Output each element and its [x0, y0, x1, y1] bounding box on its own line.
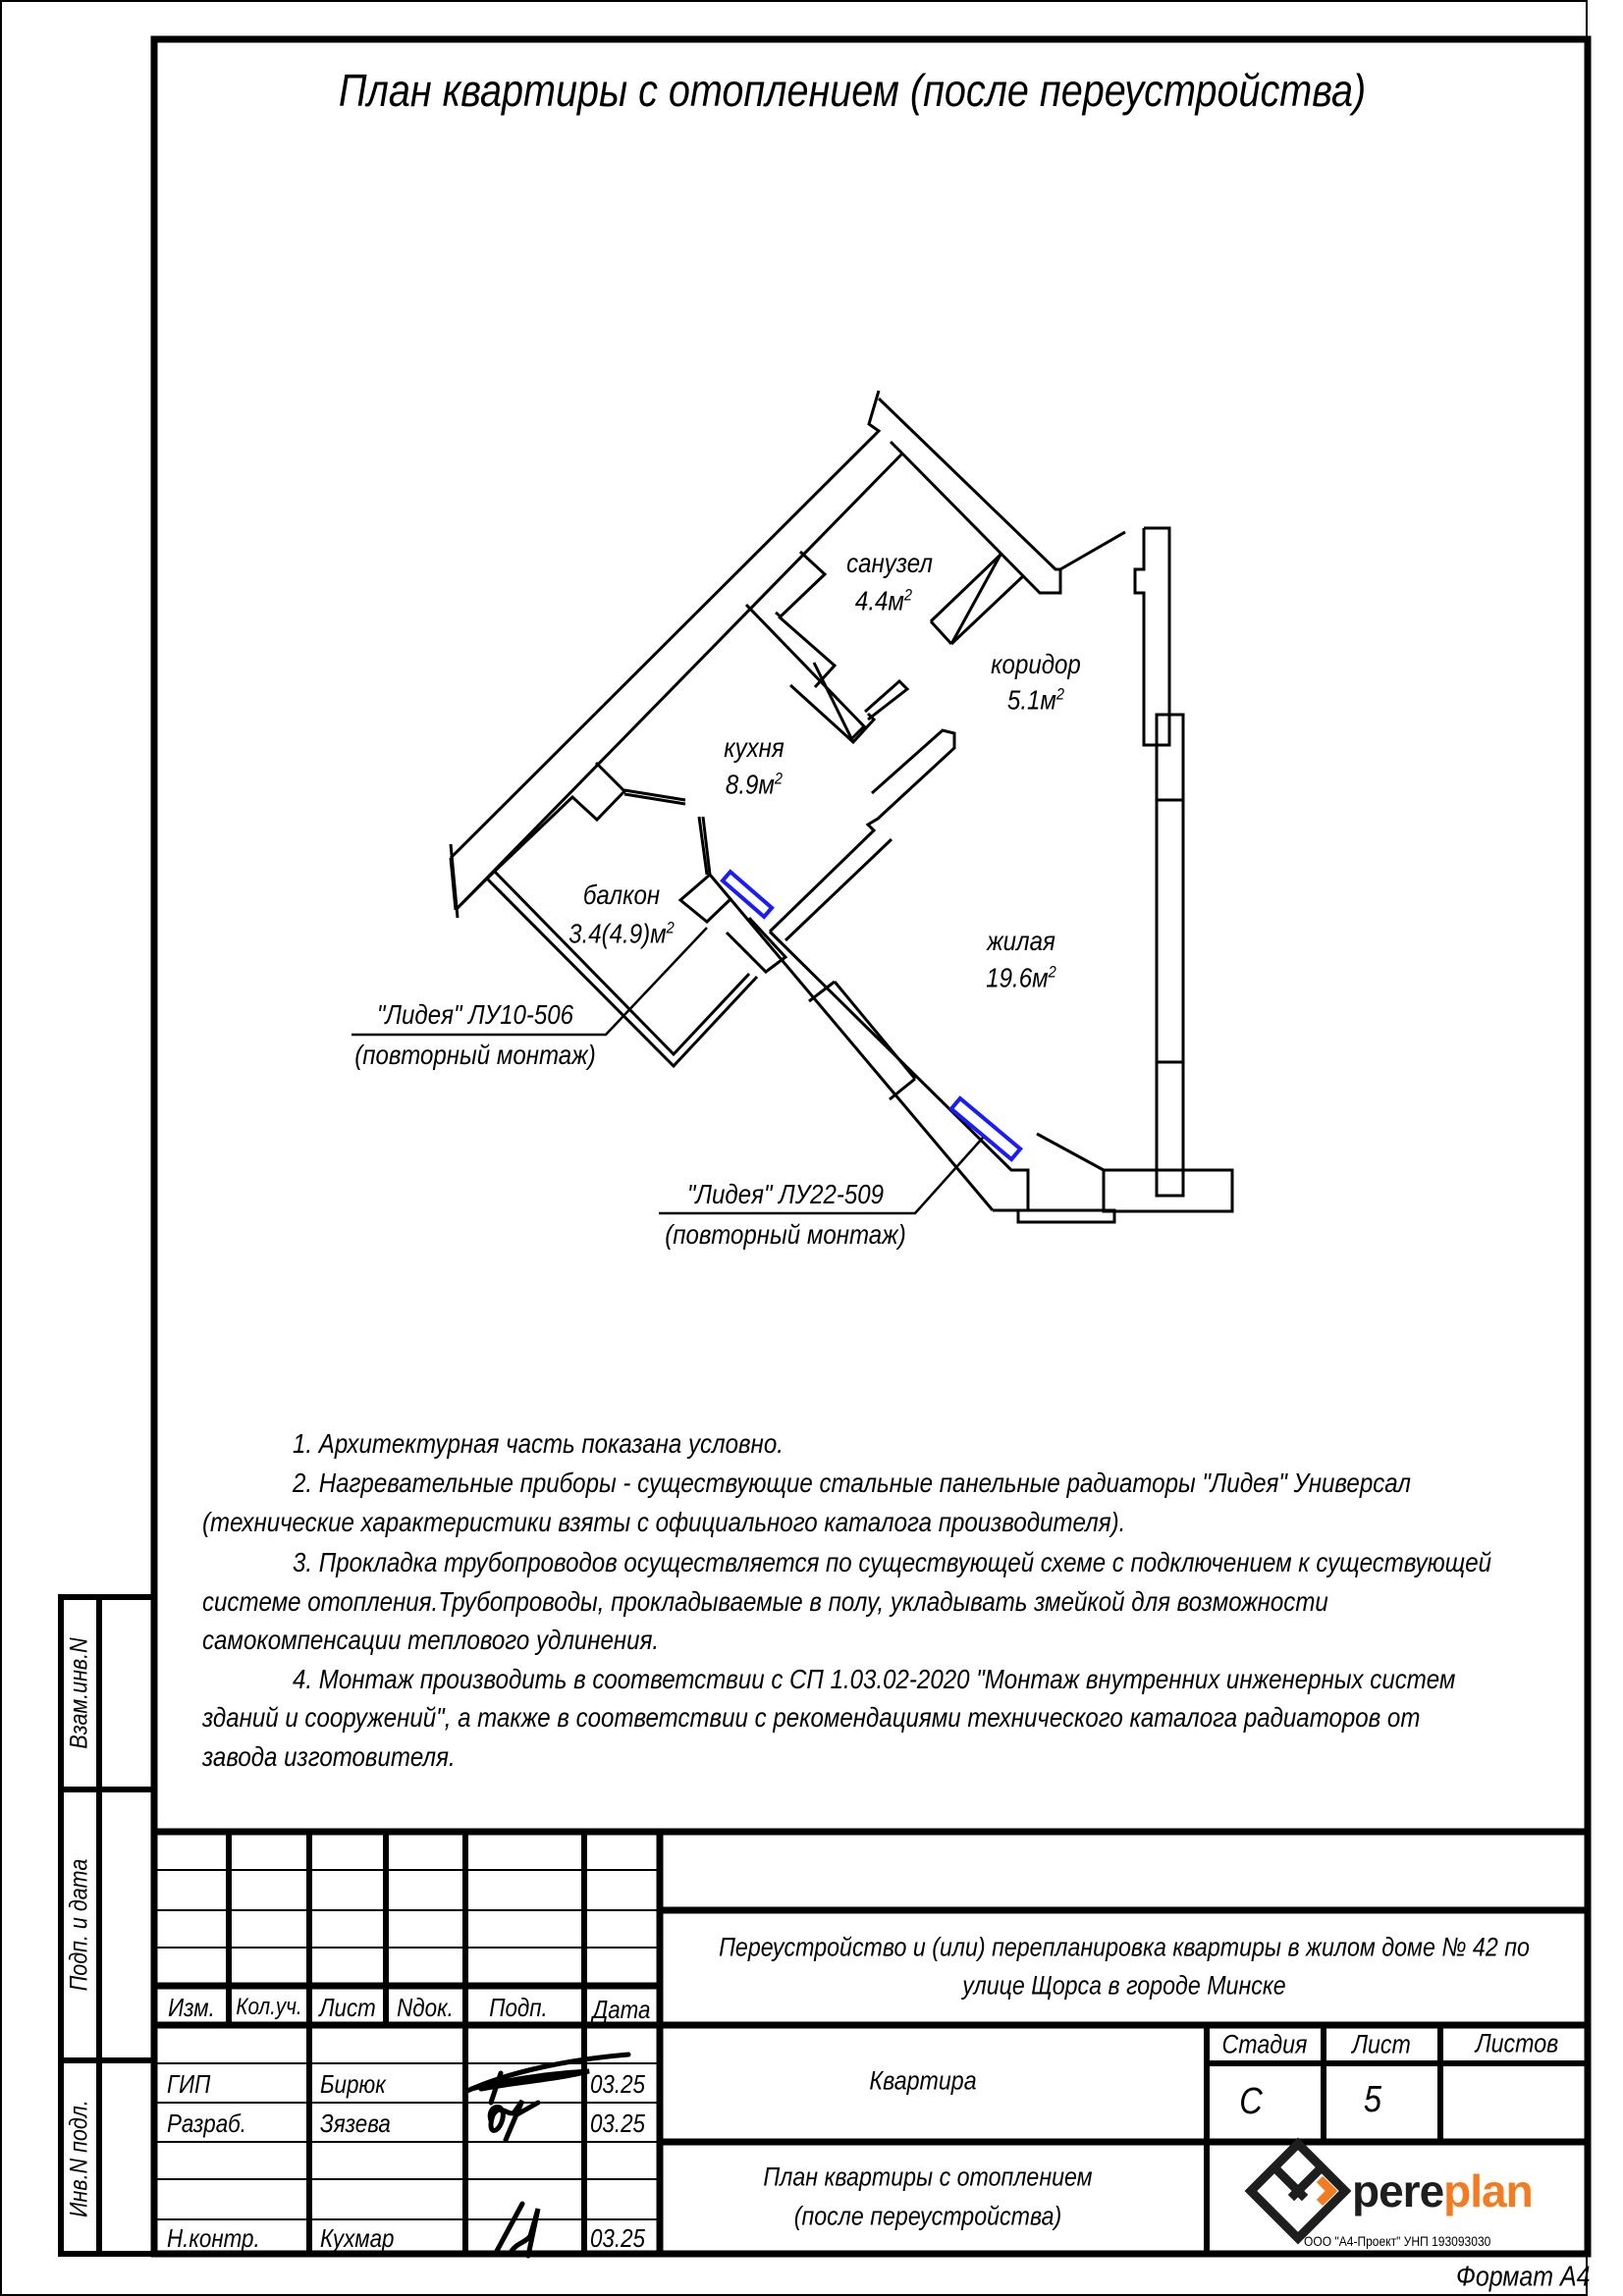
date-nkontr: 03.25 — [590, 2223, 645, 2253]
sheet-number: 5 — [1363, 2079, 1382, 2120]
sheet-title-line2: (после переустройства) — [793, 2201, 1062, 2231]
exterior-wall-top — [449, 390, 882, 860]
main-frame — [150, 35, 1592, 2258]
room-area-kuhnya: 8.9м2 — [725, 769, 784, 800]
radiator-1-model: "Лидея" ЛУ10-506 — [376, 999, 574, 1030]
object-name: Квартира — [869, 2065, 977, 2096]
side-label-vzam: Взам.инв.N — [65, 1637, 93, 1749]
note-line: 2. Нагревательные приборы - существующие… — [293, 1468, 1411, 1498]
page-title: План квартиры с отоплением (после переус… — [338, 65, 1367, 116]
stamp-header-list: Лист — [319, 1993, 376, 2022]
project-title-line2: улице Щорса в городе Минске — [962, 1970, 1286, 2001]
role-gip: ГИП — [167, 2069, 211, 2099]
leaders — [352, 927, 984, 1215]
radiator-2-note: (повторный монтаж) — [665, 1219, 906, 1250]
room-name-zhilaya: жилая — [987, 926, 1055, 956]
note-line: 1. Архитектурная часть показана условно. — [293, 1428, 784, 1459]
radiator-2 — [948, 1095, 1023, 1162]
room-area-zhilaya: 19.6м2 — [986, 962, 1056, 993]
note-line: 4. Монтаж производить в соответствии с С… — [293, 1664, 1456, 1694]
pereplan-logo-text: pereplan — [1352, 2165, 1534, 2216]
format-label: Формат А4 — [1456, 2261, 1591, 2293]
note-line: системе отопления.Трубопроводы, проклады… — [202, 1586, 1328, 1617]
date-razrab: 03.25 — [590, 2109, 645, 2138]
room-name-kuhnya: кухня — [724, 732, 784, 763]
title-block-grid — [154, 1828, 1588, 2254]
note-line: 3. Прокладка трубопроводов осуществляетс… — [293, 1547, 1492, 1577]
stamp-header-data: Дата — [592, 1995, 651, 2024]
room-area-balkon: 3.4(4.9)м2 — [568, 918, 675, 949]
sheets-label: Листов — [1475, 2028, 1559, 2058]
stamp-header-koluch: Кол.уч. — [236, 1994, 302, 2020]
sheet-label: Лист — [1352, 2029, 1411, 2059]
sheet-title-line1: План квартиры с отоплением — [763, 2162, 1093, 2192]
room-area-sanuzel: 4.4м2 — [854, 585, 913, 616]
floor-plan — [449, 390, 1234, 1224]
stamp-header-izm: Изм. — [168, 1993, 215, 2022]
living-door-leaf — [1036, 1132, 1105, 1172]
room-name-balkon: балкон — [582, 880, 661, 910]
note-line: завода изготовителя. — [202, 1741, 456, 1772]
room-area-koridor: 5.1м2 — [1006, 684, 1065, 716]
role-razrab: Разраб. — [167, 2109, 246, 2138]
entrance-door-leaf — [1059, 530, 1126, 571]
note-line: (технические характеристики взяты с офиц… — [202, 1507, 1126, 1537]
project-title-line1: Переустройство и (или) перепланировка кв… — [719, 1932, 1530, 1962]
note-line: самокомпенсации теплового удлинения. — [202, 1625, 660, 1655]
room-name-sanuzel: санузел — [846, 548, 933, 578]
leader-radiator-1 — [352, 927, 708, 1037]
radiator-1 — [720, 869, 775, 920]
side-label-podp: Подп. и дата — [65, 1858, 93, 1992]
signature-nkontr — [493, 2201, 541, 2259]
name-gip: Бирюк — [320, 2069, 386, 2099]
radiator-1-note: (повторный монтаж) — [354, 1040, 596, 1070]
side-margin-boxes — [58, 1594, 157, 2257]
leader-radiator-2 — [659, 1137, 984, 1215]
stage-value: С — [1239, 2081, 1263, 2122]
radiator-2-model: "Лидея" ЛУ22-509 — [686, 1179, 885, 1209]
date-gip: 03.25 — [590, 2069, 645, 2099]
pereplan-logo-icon — [1244, 2137, 1352, 2245]
name-razrab: Зязева — [320, 2109, 391, 2138]
company-info: ООО "А4-Проект" УНП 193093030 — [1304, 2233, 1491, 2249]
note-line: зданий и сооружений", а также в соответс… — [202, 1702, 1421, 1733]
radiators — [720, 869, 1023, 1162]
room-name-koridor: коридор — [991, 649, 1081, 679]
signature-gip — [464, 2052, 631, 2106]
name-nkontr: Кухмар — [320, 2223, 395, 2253]
side-label-inv: Инв.N подл. — [65, 2100, 93, 2217]
signature-razrab — [487, 2099, 541, 2143]
stamp-header-ndok: Nдок. — [397, 1993, 454, 2022]
signatures — [464, 2052, 631, 2259]
stamp-header-podp: Подп. — [489, 1993, 548, 2022]
stage-label: Стадия — [1221, 2029, 1308, 2059]
role-nkontr: Н.контр. — [167, 2223, 260, 2253]
